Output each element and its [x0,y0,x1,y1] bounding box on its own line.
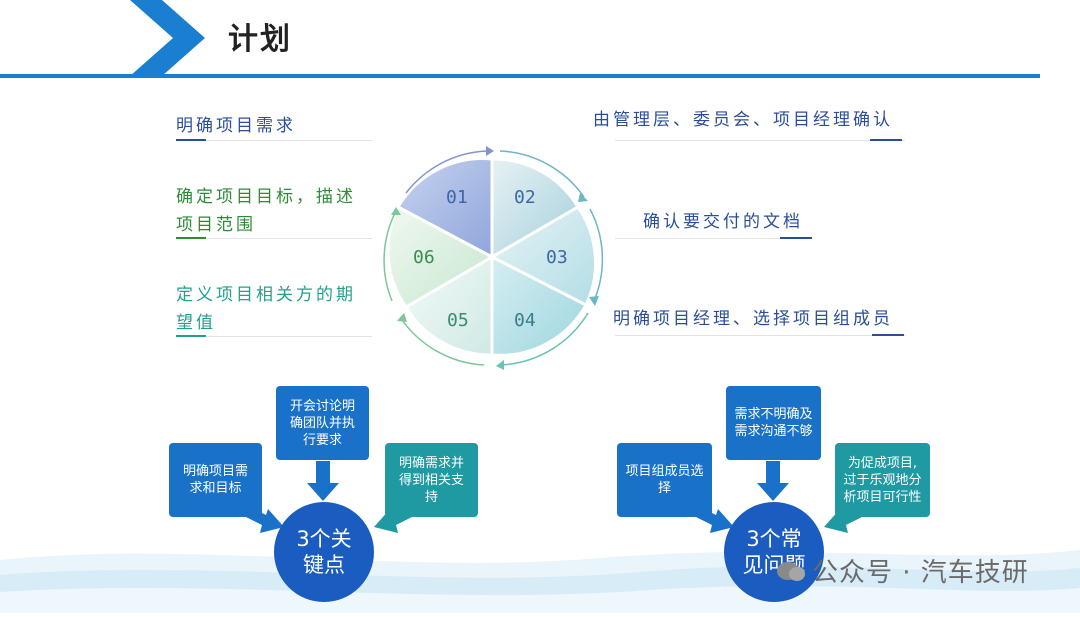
key-point-box-3-line-1: 明确需求并 [398,455,464,471]
arrow-left-icon [824,507,862,533]
divider [176,140,372,141]
problem-box-2-line-2: 需求沟通不够 [734,424,813,439]
right-item-2-line-1: 确认要交付的文档 [643,212,803,232]
arrowhead [589,296,599,306]
divider [615,238,813,239]
cycle-arrow-right-top [499,150,585,198]
arrow-down-icon [307,461,339,501]
wechat-icon [776,559,806,583]
key-points-circle: 3个关 键点 [274,502,374,602]
cycle-diagram: 01 02 03 04 05 06 [380,143,604,371]
divider [176,139,206,141]
right-group-arrows [690,455,870,535]
arrow-right-icon [696,507,734,533]
divider [870,139,902,141]
arrowhead [496,360,504,370]
key-point-box-1-line-1: 明确项目需 [182,464,248,479]
segment-01 [395,157,494,260]
left-item-2-line-2: 项目范围 [176,215,256,235]
arrowhead [578,193,588,202]
cycle-arrow-right-bottom [499,312,589,366]
key-point-box-3: 明确需求并 得到相关支 持 [385,443,478,517]
problems-circle: 3个常 见问题 [724,502,824,602]
left-item-1: 明确项目需求 [176,112,372,140]
problem-box-3-line-1: 为促成项目, [847,455,918,471]
segment-label-06: 06 [413,247,435,268]
segment-label-01: 01 [446,187,468,208]
left-item-2: 确定项目目标，描述 项目范围 [176,183,386,239]
key-point-box-2-line-2: 确团队并执 [289,415,355,431]
cycle-svg: 01 02 03 04 05 06 [383,146,604,370]
problem-box-2-line-1: 需求不明确及 [734,407,813,422]
segment-04 [490,254,589,357]
divider [615,140,905,141]
key-points-circle-line-1: 3个关 [296,527,352,551]
segment-05 [403,254,494,357]
segment-label-05: 05 [447,310,469,331]
key-point-box-3-line-2: 得到相关支 [398,472,464,488]
divider [176,238,372,239]
right-item-3: 明确项目经理、选择项目组成员 [613,305,933,333]
arrow-right-icon [246,507,284,533]
problems-circle-line-1: 3个常 [746,527,802,551]
segment-label-04: 04 [514,310,536,331]
problem-box-1-line-1: 项目组成员选 [625,464,704,479]
right-item-1-line-1: 由管理层、委员会、项目经理确认 [593,110,893,130]
segment-label-02: 02 [514,187,536,208]
right-item-1: 由管理层、委员会、项目经理确认 [593,106,913,134]
key-point-box-3-line-3: 持 [424,489,438,505]
key-point-box-1: 明确项目需 求和目标 [169,443,262,517]
key-point-box-2-line-1: 开会讨论明 [289,398,355,414]
divider [176,237,206,239]
page-title: 计划 [228,22,292,57]
right-item-3-line-1: 明确项目经理、选择项目组成员 [613,309,893,329]
cycle-arrow-right [589,208,604,302]
left-item-1-line-1: 明确项目需求 [176,116,296,136]
watermark: 公众号 · 汽车技研 [776,552,1029,589]
problem-box-3-line-2: 过于乐观地分 [843,472,922,488]
key-point-box-1-line-2: 求和目标 [189,481,242,496]
left-group-arrows [240,455,420,535]
left-item-3-line-1: 定义项目相关方的期 [176,285,356,305]
header-chevron [0,0,240,80]
problem-box-3-line-3: 析项目可行性 [843,489,922,505]
key-points-circle-line-2: 键点 [303,553,345,577]
problem-box-1-line-2: 择 [657,481,671,496]
watermark-text: 公众号 · 汽车技研 [812,558,1029,588]
left-item-3: 定义项目相关方的期 望值 [176,281,386,337]
arrow-down-icon [757,461,789,501]
left-item-2-line-1: 确定项目目标，描述 [176,187,356,207]
arrowhead [391,207,401,215]
left-item-3-line-2: 望值 [176,313,216,333]
problem-box-3: 为促成项目, 过于乐观地分 析项目可行性 [835,443,930,517]
arrow-left-icon [374,507,412,533]
arrowhead [486,146,494,156]
cycle-arrow-left [383,210,397,302]
cycle-arrow-left-bottom [399,316,485,366]
problem-box-1: 项目组成员选 择 [617,443,712,517]
divider [872,334,904,336]
segment-label-03: 03 [546,247,568,268]
divider [780,237,812,239]
right-item-2: 确认要交付的文档 [643,208,843,236]
segment-03 [488,205,597,308]
divider [615,335,905,336]
cycle-arrow-top [405,150,487,194]
header-divider [0,74,1040,78]
divider [176,336,372,337]
divider [176,335,206,337]
key-point-box-2-line-3: 行要求 [302,432,342,448]
segment-02 [490,157,581,260]
key-point-box-2: 开会讨论明 确团队并执 行要求 [276,386,369,460]
arrowhead [397,313,407,322]
problem-box-2: 需求不明确及 需求沟通不够 [726,386,821,460]
